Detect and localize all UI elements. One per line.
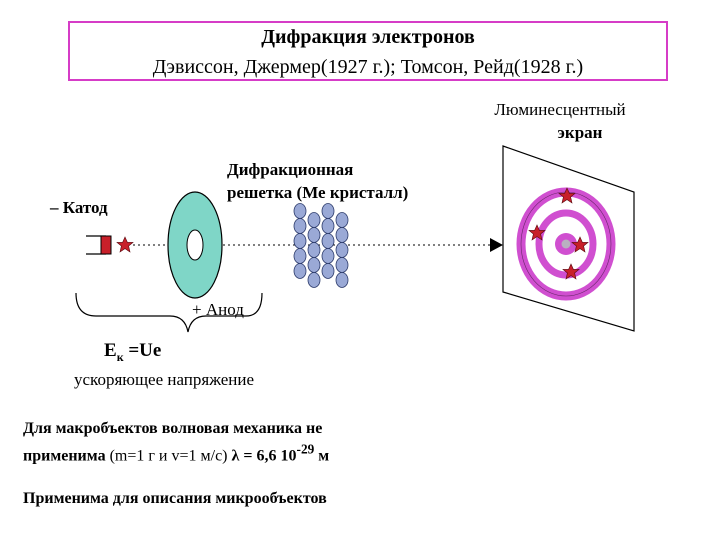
cathode-label: – Катод: [50, 198, 108, 217]
crystal-atom: [293, 263, 307, 279]
crystal-atom: [293, 203, 307, 219]
title-line-1: Дифракция электронов: [261, 26, 475, 48]
macro-note-unit: м: [314, 447, 330, 465]
crystal-atom: [307, 257, 321, 273]
crystal-atom: [293, 218, 307, 234]
crystal-atom: [335, 257, 349, 273]
electron-star-icon: [116, 236, 134, 253]
crystal-atom: [321, 263, 335, 279]
crystal-atom: [335, 272, 349, 288]
crystal-lattice: [293, 203, 349, 288]
crystal-atom: [321, 218, 335, 234]
lambda-symbol: λ: [231, 447, 240, 465]
crystal-atom: [293, 233, 307, 249]
micro-note: Применима для описания микрообъектов: [23, 490, 327, 507]
crystal-atom: [321, 248, 335, 264]
cathode-emitter: [86, 235, 112, 255]
voltage-brace: [75, 292, 263, 333]
crystal-atom: [335, 212, 349, 228]
crystal-atom: [307, 227, 321, 243]
macro-note-params: (m=1 г и v=1 м/с): [105, 447, 232, 465]
crystal-atom: [335, 242, 349, 258]
beam-arrow-icon: [490, 238, 503, 252]
grating-label-line-2: решетка (Ме кристалл): [227, 183, 409, 202]
macro-note-line-1: Для макробъектов волновая механика не: [23, 420, 323, 437]
macro-note-line-2: применима (m=1 г и v=1 м/с) λ = 6,6 10-2…: [23, 442, 329, 465]
macro-note-applicable: применима: [23, 447, 106, 465]
energy-subscript: к: [116, 349, 124, 364]
crystal-atom: [321, 203, 335, 219]
anode-ring: [167, 191, 223, 299]
grating-label-line-1: Дифракционная: [227, 160, 354, 179]
crystal-atom: [307, 272, 321, 288]
screen-label-line-1: Люминесцентный: [494, 100, 626, 119]
screen-label-line-2: экран: [557, 123, 603, 142]
crystal-atom: [321, 233, 335, 249]
crystal-atom: [307, 212, 321, 228]
crystal-atom: [307, 242, 321, 258]
accel-voltage-label: ускоряющее напряжение: [74, 370, 255, 389]
energy-symbol: Е: [104, 340, 117, 361]
crystal-atom: [293, 248, 307, 264]
title-line-2: Дэвиссон, Джермер(1927 г.); Томсон, Рейд…: [152, 56, 584, 78]
crystal-atom: [335, 227, 349, 243]
energy-formula: Ек =Ue: [104, 340, 161, 365]
anode-label: + Анод: [192, 300, 244, 319]
macro-note-value: = 6,6 10: [239, 447, 297, 465]
energy-rhs: =Ue: [123, 340, 162, 361]
macro-note-exponent: -29: [296, 442, 315, 457]
title-frame: [68, 21, 668, 81]
